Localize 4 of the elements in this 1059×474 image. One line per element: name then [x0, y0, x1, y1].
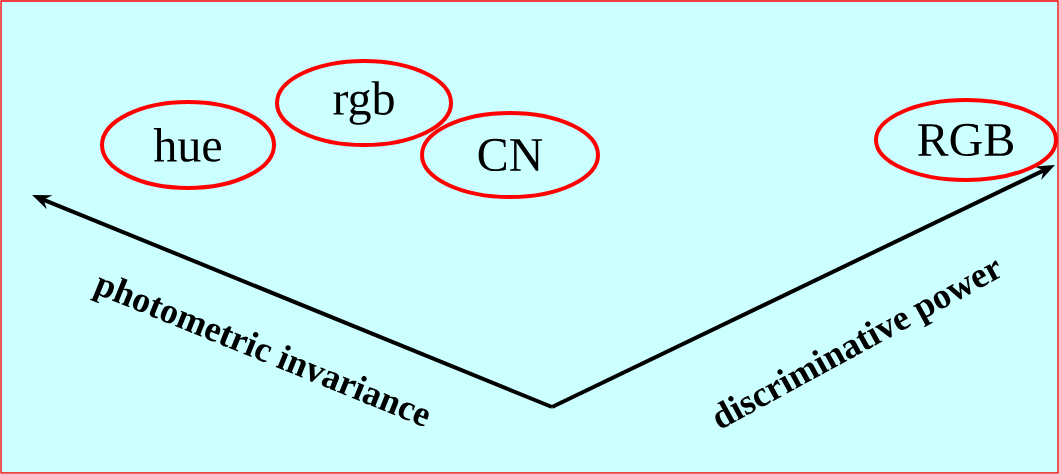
ellipse-node: RGB [874, 98, 1058, 182]
ellipse-node: rgb [275, 59, 453, 147]
ellipse-node: hue [100, 100, 276, 190]
ellipse-node: CN [420, 111, 600, 199]
